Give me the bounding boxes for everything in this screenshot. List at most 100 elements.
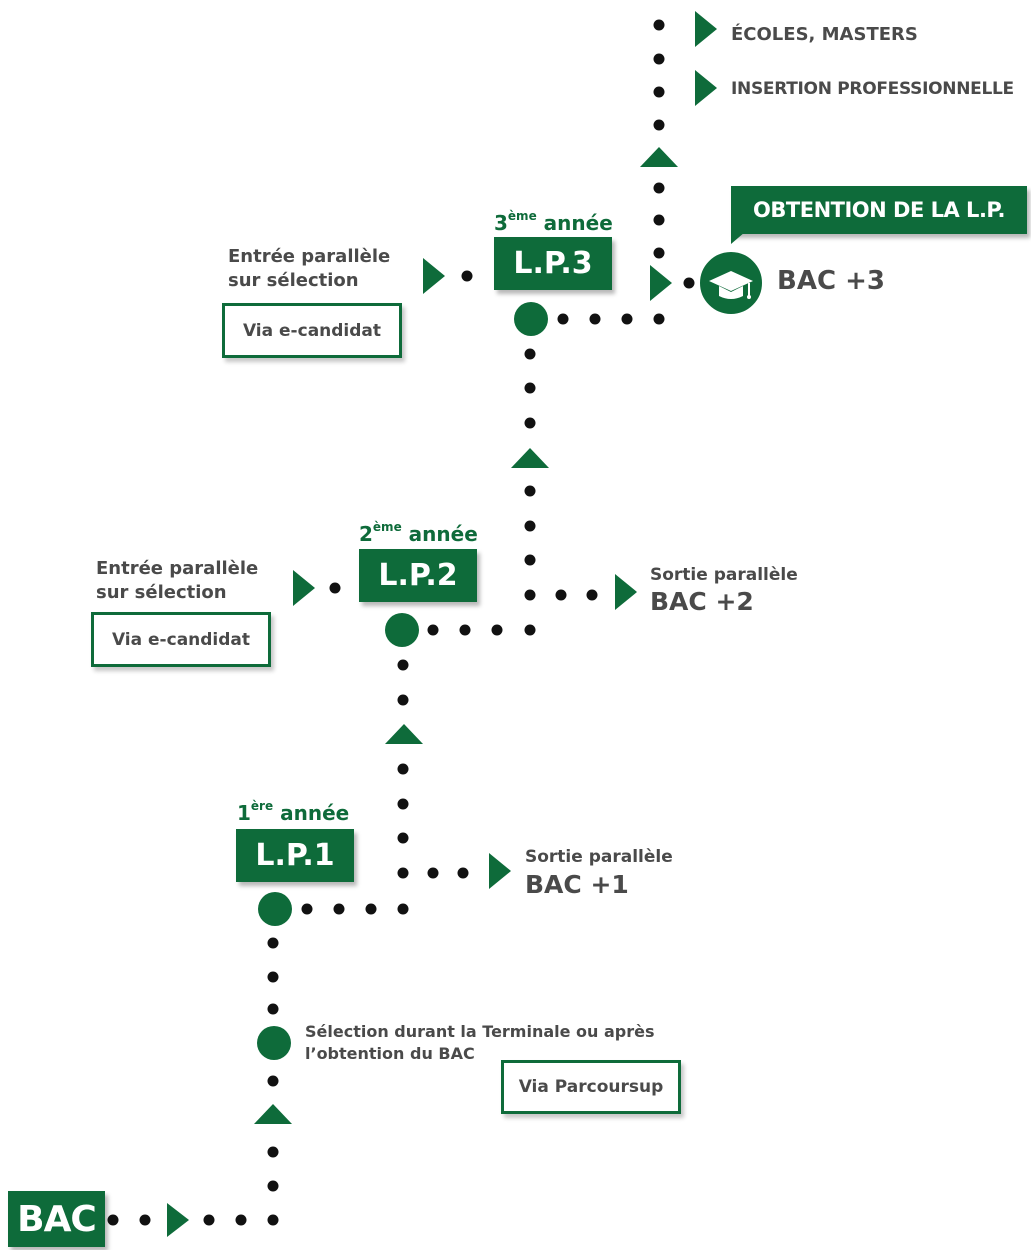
connector-dot [397,798,409,810]
arrow-up-icon [385,724,423,744]
connector-dot [329,582,341,594]
arrow-right-icon [615,574,637,610]
connector-dot [267,1180,279,1192]
connector-dot [397,694,409,706]
connector-dot [653,313,665,325]
lp2-box: L.P.2 [359,549,477,602]
connector-dot [524,382,536,394]
connector-dot [555,589,567,601]
bac3-level: BAC +3 [777,266,885,296]
connector-dot [397,832,409,844]
connector-dot [267,1003,279,1015]
lp3-year-word: année [543,211,613,235]
connector-dot [139,1214,151,1226]
connector-dot [107,1214,119,1226]
selection-text-line2: l’obtention du BAC [305,1044,475,1063]
entry3-line1: Entrée parallèle [228,246,391,267]
lp3-label: L.P.3 [513,246,593,281]
arrow-right-icon [650,265,672,301]
lp1-year-title: 1ère année [237,799,350,825]
connector-dot [267,937,279,949]
connector-dot [589,313,601,325]
connector-dot [365,903,377,915]
arrow-right-icon [423,258,445,294]
connector-dot [491,624,503,636]
arrow-right-icon [167,1203,189,1237]
lp3-year-num: 3 [494,211,508,235]
lp3-year-title: 3ème année [494,209,613,235]
bac-box: BAC [8,1191,105,1247]
node-lp2 [385,613,419,647]
connector-dot [653,86,665,98]
connector-dot [267,1146,279,1158]
bac-label: BAC [17,1198,97,1240]
entry3-ecandidat-label: Via e-candidat [242,320,382,341]
connector-dot [397,659,409,671]
entry3-line2: sur sélection [228,270,359,291]
graduation-cap-icon [698,250,764,316]
exit1-level: BAC +1 [525,870,629,899]
lp1-box: L.P.1 [236,829,354,882]
entry2-ecandidat-label: Via e-candidat [111,629,251,650]
connector-dot [301,903,313,915]
arrow-right-icon [695,70,717,106]
connector-dot [267,1075,279,1087]
connector-dot [653,19,665,31]
exit2-level: BAC +2 [650,587,754,616]
lp2-year-word: année [408,522,478,546]
connector-dot [524,624,536,636]
banner-tail-icon [731,232,745,244]
lp2-year-num: 2 [359,522,373,546]
entry2-line1: Entrée parallèle [96,558,259,579]
connector-dot [459,624,471,636]
arrow-right-icon [695,11,717,47]
connector-dot [557,313,569,325]
graduation-banner-label: OBTENTION DE LA L.P. [753,198,1005,222]
arrow-up-icon [640,147,678,167]
connector-dot [203,1214,215,1226]
selection-text: Sélection durant la Terminale ou après l… [305,1021,655,1065]
lp2-year-sup: ème [372,520,402,535]
connector-dot [457,867,469,879]
entry2-text: Entrée parallèle sur sélection [96,557,258,605]
connector-dot [397,867,409,879]
connector-dot [397,763,409,775]
arrow-right-icon [489,853,511,889]
lp1-year-sup: ère [250,799,274,814]
selection-text-line1: Sélection durant la Terminale ou après [305,1022,655,1041]
entry2-ecandidat-box[interactable]: Via e-candidat [91,612,271,667]
connector-dot [683,277,695,289]
node-selection [257,1026,291,1060]
parcoursup-label: Via Parcoursup [518,1077,664,1097]
entry3-text: Entrée parallèle sur sélection [228,245,390,293]
connector-dot [333,903,345,915]
lp1-year-word: année [280,801,350,825]
connector-dot [653,247,665,259]
graduation-banner: OBTENTION DE LA L.P. [731,186,1027,234]
connector-dot [524,417,536,429]
connector-dot [524,520,536,532]
connector-dot [427,624,439,636]
lp3-year-sup: ème [507,209,537,224]
entry3-ecandidat-box[interactable]: Via e-candidat [222,303,402,358]
arrow-up-icon [511,448,549,468]
connector-dot [524,589,536,601]
connector-dot [653,119,665,131]
lp1-label: L.P.1 [255,838,335,873]
arrow-up-icon [254,1104,292,1124]
lp2-label: L.P.2 [378,558,458,593]
outcome-ecoles-masters: ÉCOLES, MASTERS [731,24,918,45]
connector-dot [586,589,598,601]
parcoursup-box[interactable]: Via Parcoursup [501,1060,681,1114]
connector-dot [653,214,665,226]
node-lp1 [258,892,292,926]
connector-dot [461,270,473,282]
connector-dot [621,313,633,325]
connector-dot [524,485,536,497]
connector-dot [267,971,279,983]
connector-dot [235,1214,247,1226]
connector-dot [427,867,439,879]
connector-dot [653,182,665,194]
